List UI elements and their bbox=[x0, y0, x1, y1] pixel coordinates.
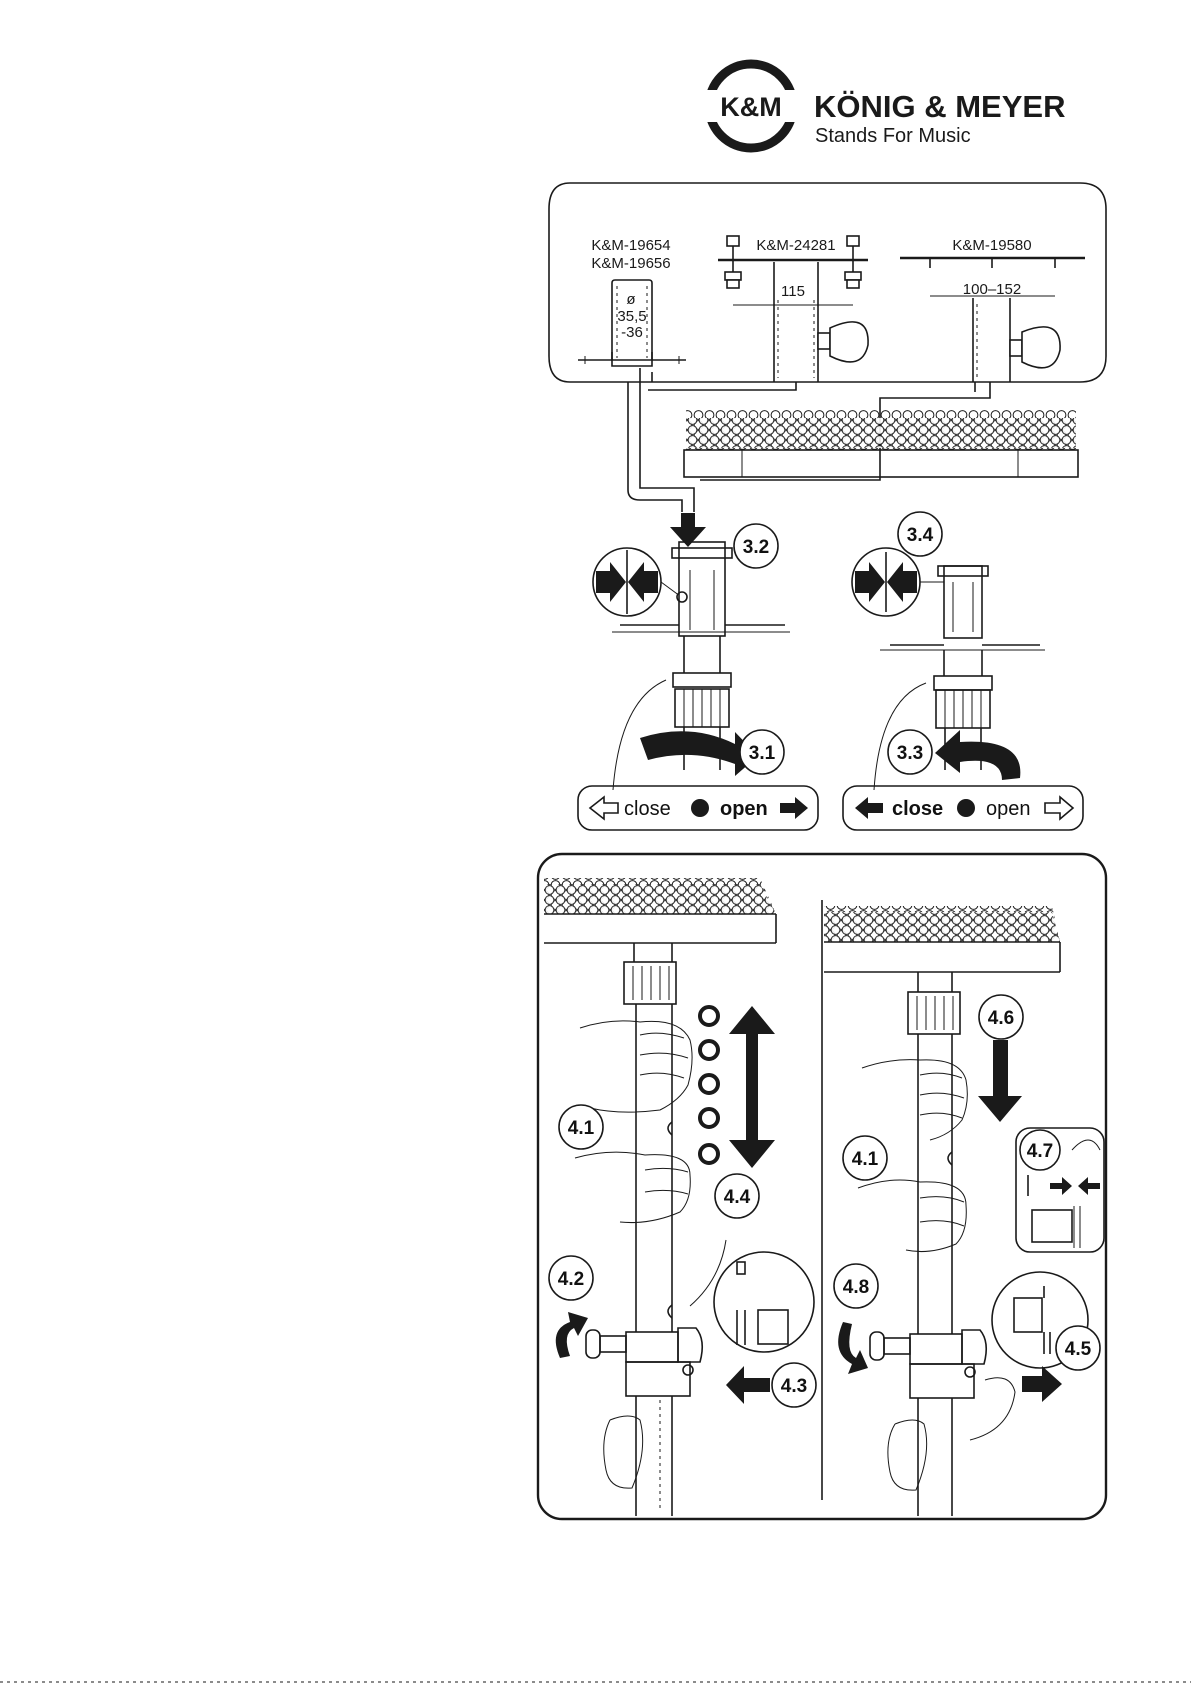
brand-name: KÖNIG & MEYER bbox=[814, 89, 1065, 124]
svg-text:4.7: 4.7 bbox=[1027, 1141, 1053, 1162]
adapter-3-plate bbox=[900, 258, 1085, 382]
step-badge-3-2: 3.2 bbox=[734, 524, 778, 568]
step-badge-4-2: 4.2 bbox=[549, 1256, 593, 1300]
svg-text:4.5: 4.5 bbox=[1065, 1339, 1092, 1360]
rotate-arrow-icon bbox=[556, 1312, 588, 1358]
step-badge-4-1-left: 4.1 bbox=[559, 1105, 603, 1149]
direction-box-right: close open bbox=[843, 786, 1083, 830]
adapter-2-model: K&M-24281 bbox=[756, 237, 835, 254]
step-badge-4-5: 4.5 bbox=[1056, 1326, 1100, 1370]
step-badge-4-4: 4.4 bbox=[715, 1174, 759, 1218]
left-arrow-icon bbox=[855, 797, 883, 819]
right-arrow-icon bbox=[780, 797, 808, 819]
ball-stack-icon bbox=[544, 878, 776, 943]
brand-slogan: Stands For Music bbox=[815, 125, 971, 147]
adapter-2-plate bbox=[718, 236, 868, 382]
svg-text:4.3: 4.3 bbox=[781, 1376, 807, 1397]
step-badge-4-1-right: 4.1 bbox=[843, 1136, 887, 1180]
km-logo-icon: K&M bbox=[695, 64, 807, 148]
direction-box-left: close open bbox=[578, 786, 818, 830]
svg-text:4.1: 4.1 bbox=[568, 1118, 595, 1139]
step-4-panel: 4.1 4.4 4.2 4.3 bbox=[538, 854, 1106, 1519]
squeeze-arrows-icon bbox=[593, 548, 661, 616]
step-badge-3-1: 3.1 bbox=[740, 730, 784, 774]
svg-text:3.1: 3.1 bbox=[749, 743, 776, 764]
ball-stack-icon bbox=[684, 410, 1078, 477]
down-arrow-icon bbox=[978, 1040, 1022, 1122]
step-badge-4-6: 4.6 bbox=[979, 995, 1023, 1039]
svg-text:4.2: 4.2 bbox=[558, 1269, 584, 1290]
adapter-3-model: K&M-19580 bbox=[952, 237, 1031, 254]
right-close-label: close bbox=[892, 798, 943, 820]
svg-text:4.8: 4.8 bbox=[843, 1277, 869, 1298]
svg-text:4.4: 4.4 bbox=[724, 1187, 751, 1208]
adapter-2-dim: 115 bbox=[781, 283, 805, 300]
rotate-arrow-icon bbox=[935, 730, 1020, 780]
double-arrow-icon bbox=[729, 1006, 775, 1168]
adapter-1-dim-value: 35,5 bbox=[617, 308, 646, 325]
right-arrow-icon bbox=[1022, 1366, 1062, 1402]
squeeze-arrows-icon bbox=[852, 548, 920, 616]
svg-text:3.2: 3.2 bbox=[743, 537, 769, 558]
left-open-label: open bbox=[720, 798, 768, 820]
step-badge-3-4: 3.4 bbox=[898, 512, 942, 556]
svg-text:4.6: 4.6 bbox=[988, 1008, 1014, 1029]
adapter-1-dim-symbol: ø bbox=[626, 291, 635, 308]
left-close-label: close bbox=[624, 798, 671, 820]
step-badge-3-3: 3.3 bbox=[888, 730, 932, 774]
rotate-arrow-icon bbox=[838, 1322, 868, 1374]
logo-mark: K&M bbox=[720, 92, 782, 122]
step-badge-4-8: 4.8 bbox=[834, 1264, 878, 1308]
step-badge-4-7: 4.7 bbox=[1020, 1130, 1060, 1170]
step-badge-4-3: 4.3 bbox=[772, 1363, 816, 1407]
adapter-1-model-a: K&M-19654 bbox=[591, 237, 670, 254]
adapter-3-dim: 100–152 bbox=[963, 281, 1021, 298]
svg-text:4.1: 4.1 bbox=[852, 1149, 879, 1170]
svg-text:3.3: 3.3 bbox=[897, 743, 923, 764]
right-open-label: open bbox=[986, 798, 1031, 820]
adapter-panel: K&M-19654 K&M-19656 ø 35,5 -36 K&M-24281 bbox=[549, 183, 1106, 382]
adapter-1-model-b: K&M-19656 bbox=[591, 255, 670, 272]
step-3-right bbox=[852, 548, 1045, 790]
svg-text:3.4: 3.4 bbox=[907, 525, 934, 546]
ball-stack-icon bbox=[824, 906, 1060, 972]
adapter-1-dim-range: -36 bbox=[621, 324, 643, 341]
